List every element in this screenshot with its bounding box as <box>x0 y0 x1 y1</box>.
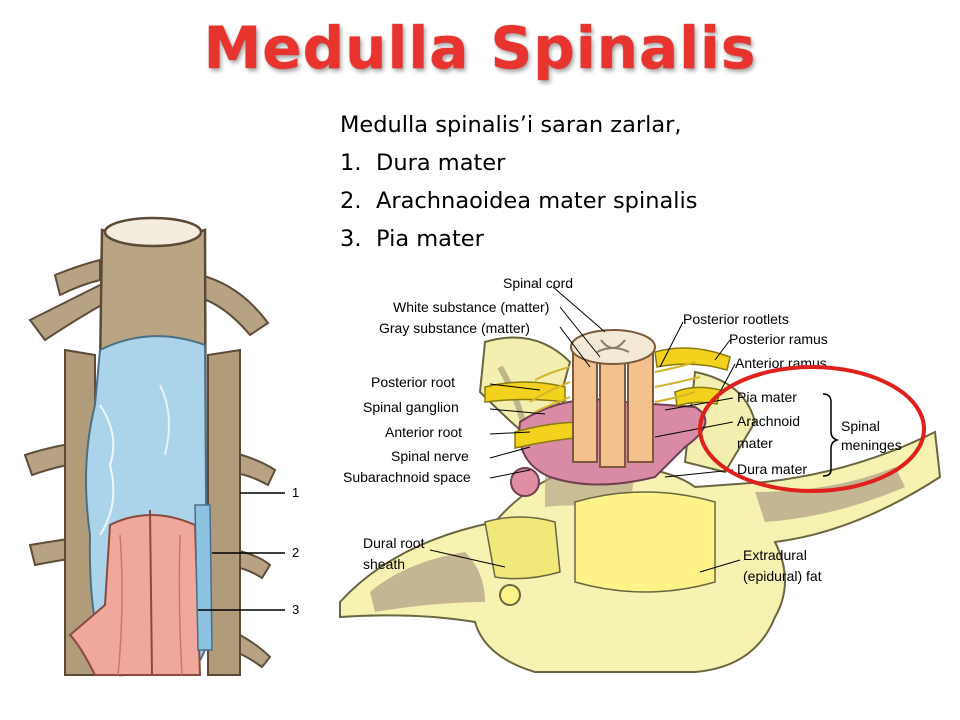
label-gray-substance: Gray substance (matter) <box>379 320 530 336</box>
meninges-list: 1. Dura mater 2. Arachnaoidea mater spinal… <box>340 144 940 258</box>
left-label-1: 1 <box>292 485 299 500</box>
left-label-3: 3 <box>292 602 299 617</box>
label-white-substance: White substance (matter) <box>393 299 549 315</box>
intro-text: Medulla spinalis’i saran zarlar, <box>340 112 682 138</box>
label-arachnoid: Arachnoid <box>737 413 800 429</box>
list-number: 3. <box>340 226 362 252</box>
label-dural-root: Dural root <box>363 535 425 551</box>
label-epidural-fat: (epidural) fat <box>743 568 822 584</box>
intro-block: Medulla spinalis’i saran zarlar, 1. Dura … <box>340 106 940 258</box>
label-spinal-ganglion: Spinal ganglion <box>363 399 459 415</box>
label-meninges: meninges <box>841 437 902 453</box>
label-sheath: sheath <box>363 556 405 572</box>
list-item: 2. Arachnaoidea mater spinalis <box>340 182 940 220</box>
label-spinal-nerve: Spinal nerve <box>391 448 469 464</box>
label-spinal-cord: Spinal cord <box>503 275 573 291</box>
list-text: Arachnaoidea mater spinalis <box>376 188 698 214</box>
left-label-2: 2 <box>292 545 299 560</box>
right-illustration: Spinal cord White substance (matter) Gra… <box>339 275 942 673</box>
label-extradural: Extradural <box>743 547 807 563</box>
label-spinal: Spinal <box>841 418 880 434</box>
label-posterior-rootlets: Posterior rootlets <box>683 311 789 327</box>
list-item: 3. Pia mater <box>340 220 940 258</box>
highlight-circle <box>698 365 926 493</box>
label-pia-mater: Pia mater <box>737 389 797 405</box>
list-item: 1. Dura mater <box>340 144 940 182</box>
left-illustration: 1 2 3 <box>23 216 299 677</box>
label-dura-mater: Dura mater <box>737 461 807 477</box>
list-text: Dura mater <box>376 150 506 176</box>
list-text: Pia mater <box>376 226 484 252</box>
label-anterior-root: Anterior root <box>385 424 462 440</box>
list-number: 2. <box>340 188 362 214</box>
label-posterior-ramus: Posterior ramus <box>729 331 828 347</box>
list-number: 1. <box>340 150 362 176</box>
label-subarachnoid-space: Subarachnoid space <box>343 469 471 485</box>
slide-title: Medulla Spinalis <box>203 14 757 82</box>
label-posterior-root: Posterior root <box>371 374 455 390</box>
label-arachnoid-mater: mater <box>737 435 773 451</box>
